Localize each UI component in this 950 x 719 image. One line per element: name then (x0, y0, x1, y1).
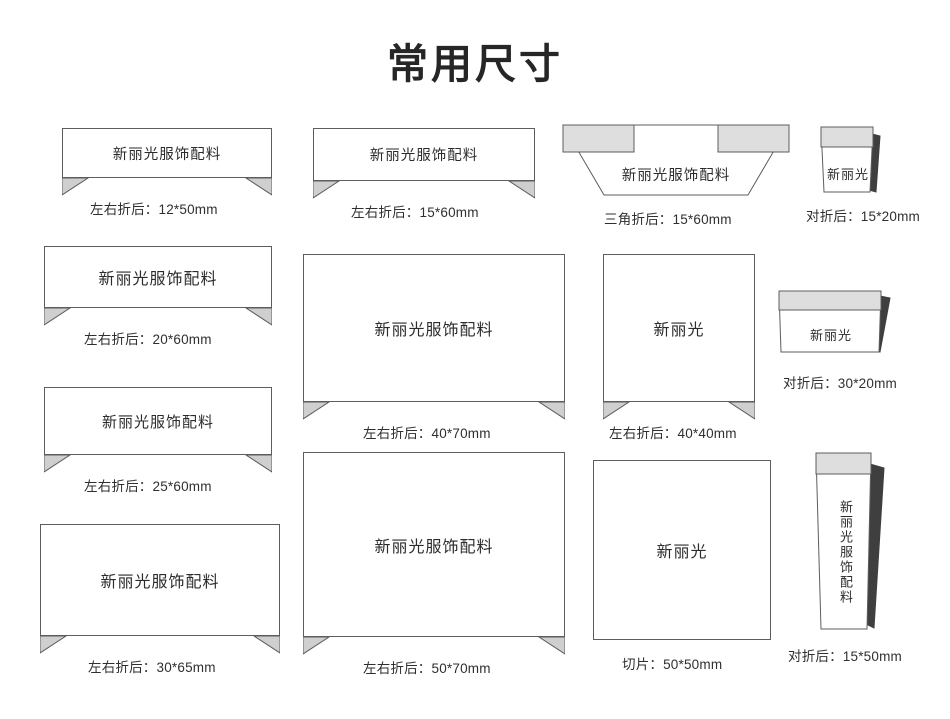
fold-flap-left-icon (44, 308, 71, 326)
fold-flap-right-icon (245, 178, 272, 196)
label-body: 新丽光服饰配料 (303, 452, 565, 637)
label-text: 新丽光 (827, 167, 870, 182)
fold-flap-right-icon (245, 455, 272, 473)
item-caption: 左右折后：50*70mm (363, 661, 491, 676)
label-item-fold-15x60: 新丽光服饰配料 左右折后：15*60mm (313, 128, 535, 228)
fold-flap-left-icon (44, 455, 71, 473)
fold-flap-right-icon (253, 636, 280, 654)
label-body: 新丽光服饰配料 (303, 254, 565, 402)
item-caption: 三角折后：15*60mm (604, 212, 732, 227)
label-item-half-fold-15x20: 新丽光 对折后：15*20mm (806, 126, 938, 226)
label-text: 新丽光服饰配料 (98, 271, 218, 288)
label-body: 新丽光服饰配料 (62, 128, 272, 178)
label-body: 新丽光 (603, 254, 755, 402)
label-body: 新丽光服饰配料 (44, 387, 272, 455)
label-item-fold-25x60: 新丽光服饰配料 左右折后：25*60mm (44, 387, 272, 497)
item-caption: 左右折后：12*50mm (90, 202, 218, 217)
label-text: 新丽光 (810, 328, 853, 343)
fold-flap-left-icon (603, 402, 630, 420)
label-text: 新丽光服饰配料 (838, 500, 853, 605)
label-text: 新丽光服饰配料 (112, 146, 222, 163)
label-text: 新丽光服饰配料 (100, 574, 220, 591)
label-item-fold-40x70: 新丽光服饰配料 左右折后：40*70mm (303, 254, 565, 441)
item-caption: 对折后：30*20mm (783, 376, 897, 391)
label-item-fold-12x50: 新丽光服饰配料 左右折后：12*50mm (62, 128, 272, 228)
fold-flap-left-icon (313, 181, 340, 199)
label-item-slice-50x50: 新丽光 切片：50*50mm (593, 460, 773, 672)
label-item-half-fold-15x50: 新丽光服饰配料 对折后：15*50mm (788, 452, 942, 670)
fold-flap-right-icon (508, 181, 535, 199)
fold-flap-right-icon (538, 402, 565, 420)
label-body: 新丽光服饰配料 (40, 524, 280, 636)
label-text: 新丽光 (656, 544, 708, 561)
item-caption: 切片：50*50mm (622, 657, 723, 672)
label-body (818, 126, 888, 196)
label-body: 新丽光服饰配料 (44, 246, 272, 308)
fold-flap-left-icon (303, 402, 330, 420)
item-caption: 左右折后：30*65mm (88, 660, 216, 675)
label-item-triangle-fold-15x60: 新丽光服饰配料 三角折后：15*60mm (562, 124, 790, 232)
label-item-fold-50x70: 新丽光服饰配料 左右折后：50*70mm (303, 452, 565, 676)
label-text: 新丽光服饰配料 (369, 148, 479, 164)
item-caption: 对折后：15*50mm (788, 649, 902, 664)
label-body (562, 124, 790, 196)
item-caption: 对折后：15*20mm (806, 209, 920, 224)
item-caption: 左右折后：40*70mm (363, 426, 491, 441)
fold-flap-right-icon (728, 402, 755, 420)
label-body: 新丽光服饰配料 (313, 128, 535, 181)
label-body (812, 452, 898, 638)
label-item-fold-40x40: 新丽光 左右折后：40*40mm (603, 254, 755, 441)
label-body (778, 290, 900, 360)
page-title: 常用尺寸 (387, 41, 563, 87)
item-caption: 左右折后：15*60mm (351, 205, 479, 220)
label-text: 新丽光服饰配料 (374, 322, 494, 339)
label-text: 新丽光服饰配料 (374, 538, 494, 556)
fold-flap-left-icon (62, 178, 89, 196)
label-item-half-fold-30x20: 新丽光 对折后：30*20mm (778, 290, 918, 391)
fold-flap-left-icon (303, 637, 330, 655)
label-body: 新丽光 (593, 460, 771, 640)
label-text: 新丽光服饰配料 (621, 168, 731, 184)
label-text: 新丽光 (653, 322, 705, 339)
label-item-fold-30x65: 新丽光服饰配料 左右折后：30*65mm (40, 524, 280, 675)
fold-flap-right-icon (538, 637, 565, 655)
fold-flap-left-icon (40, 636, 67, 654)
item-caption: 左右折后：25*60mm (84, 479, 212, 494)
label-item-fold-20x60: 新丽光服饰配料 左右折后：20*60mm (44, 246, 272, 356)
fold-flap-right-icon (245, 308, 272, 326)
item-caption: 左右折后：20*60mm (84, 332, 212, 347)
label-text: 新丽光服饰配料 (101, 413, 214, 431)
item-caption: 左右折后：40*40mm (609, 426, 737, 441)
